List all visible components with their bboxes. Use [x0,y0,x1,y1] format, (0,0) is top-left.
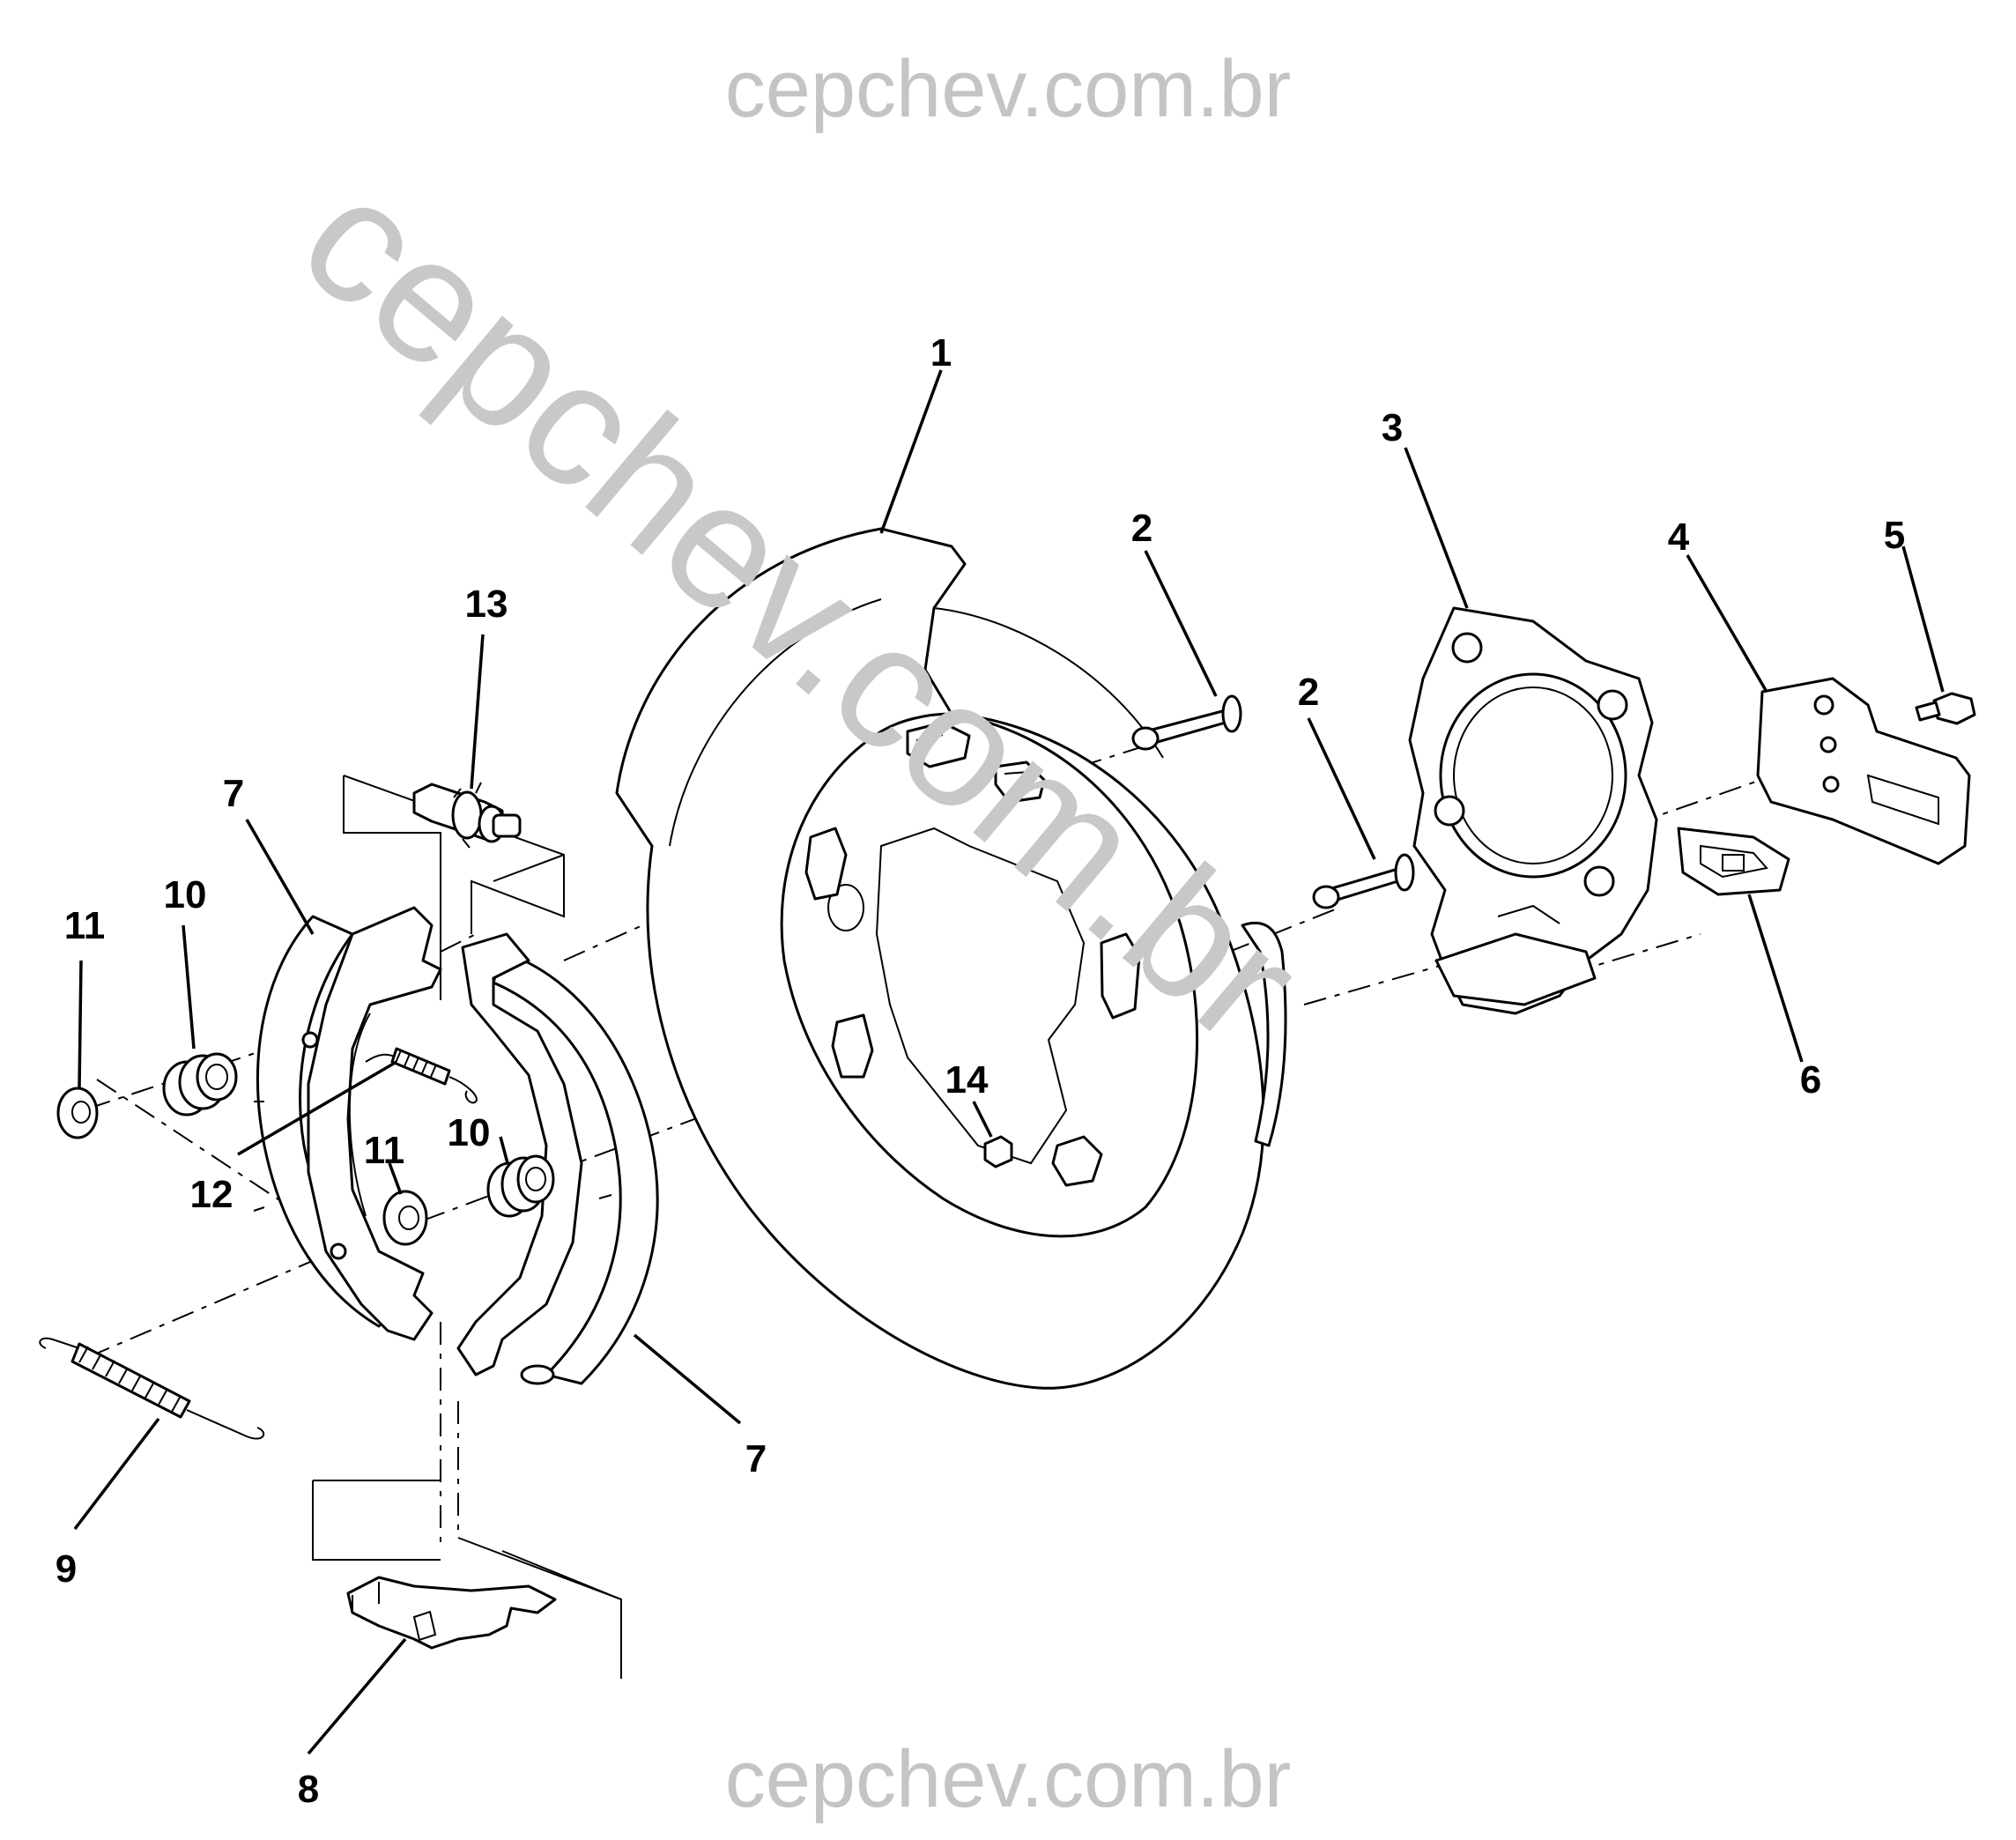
callout-9: 9 [56,1547,77,1591]
callout-12: 12 [190,1173,233,1216]
callout-2-lower: 2 [1298,671,1319,714]
shield-clip [1241,921,1287,1147]
callout-7-right: 7 [745,1437,767,1480]
callout-3: 3 [1382,406,1403,449]
callout-11-inner: 11 [364,1129,405,1172]
upper-return-spring [365,1047,478,1104]
grommet [1677,827,1790,896]
caliper-bracket [1408,606,1658,1015]
leader-lines [73,369,1945,1755]
watermark-bottom: cepchev.com.br [725,1734,1292,1824]
brake-shoe-left [253,906,442,1341]
callout-7-left: 7 [223,772,244,815]
mounting-pin-upper [1131,694,1242,751]
retainer-cap-inner [382,1190,428,1246]
hold-down-spring-inner [486,1154,555,1218]
backing-plate-screw [983,1135,1013,1169]
callout-1: 1 [930,331,952,375]
backing-plate [615,527,1265,1390]
callout-13: 13 [465,582,508,626]
callout-10-outer: 10 [164,873,207,916]
brake-shoe-right [456,932,659,1385]
callout-8: 8 [298,1768,319,1811]
hold-down-spring-outer [162,1052,238,1117]
callout-5: 5 [1884,514,1905,557]
callout-6: 6 [1800,1058,1821,1102]
adjuster-screw [412,782,522,849]
adjuster-lever-frame [312,1480,622,1679]
callout-10-inner: 10 [448,1111,491,1154]
bracket-bolt [1915,692,1976,725]
callout-2-upper: 2 [1131,507,1153,550]
callout-4: 4 [1668,516,1690,559]
callout-11-outer: 11 [64,904,106,947]
callout-14: 14 [945,1058,989,1102]
watermark-top: cepchev.com.br [725,44,1292,134]
callout-labels: 1 2 2 3 4 5 6 7 7 8 9 10 10 11 11 12 13 … [56,331,1905,1811]
retainer-cap-outer [56,1087,99,1139]
lower-return-spring [39,1337,265,1440]
mounting-pin-lower [1312,853,1415,909]
adjuster-lever [346,1576,557,1650]
mounting-bracket [1756,677,1971,865]
